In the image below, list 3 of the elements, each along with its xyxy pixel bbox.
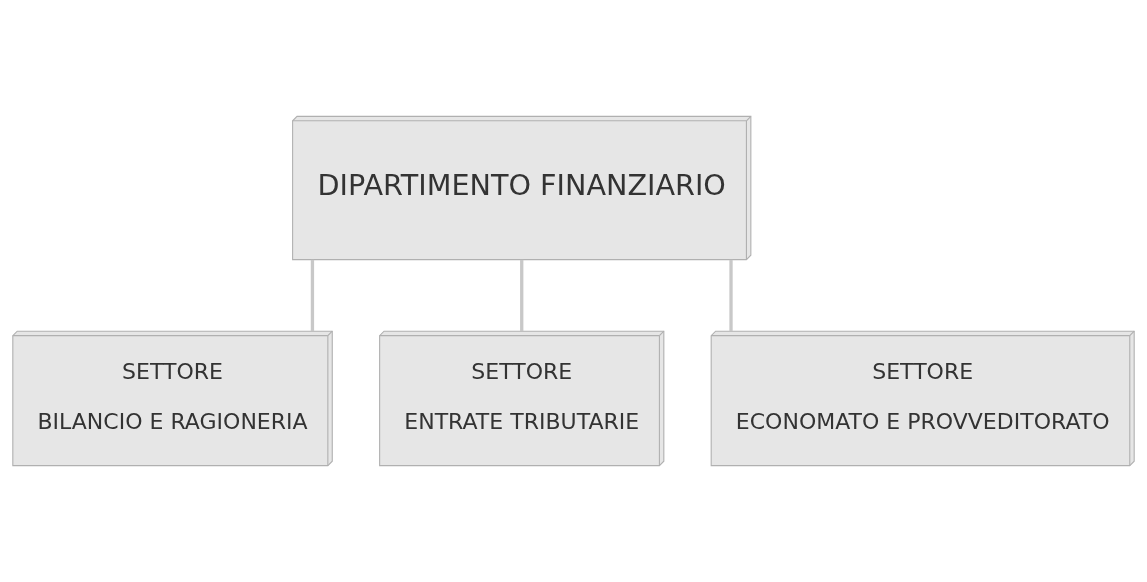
- connector: [310, 259, 315, 332]
- connector: [729, 259, 733, 332]
- connector: [520, 259, 524, 332]
